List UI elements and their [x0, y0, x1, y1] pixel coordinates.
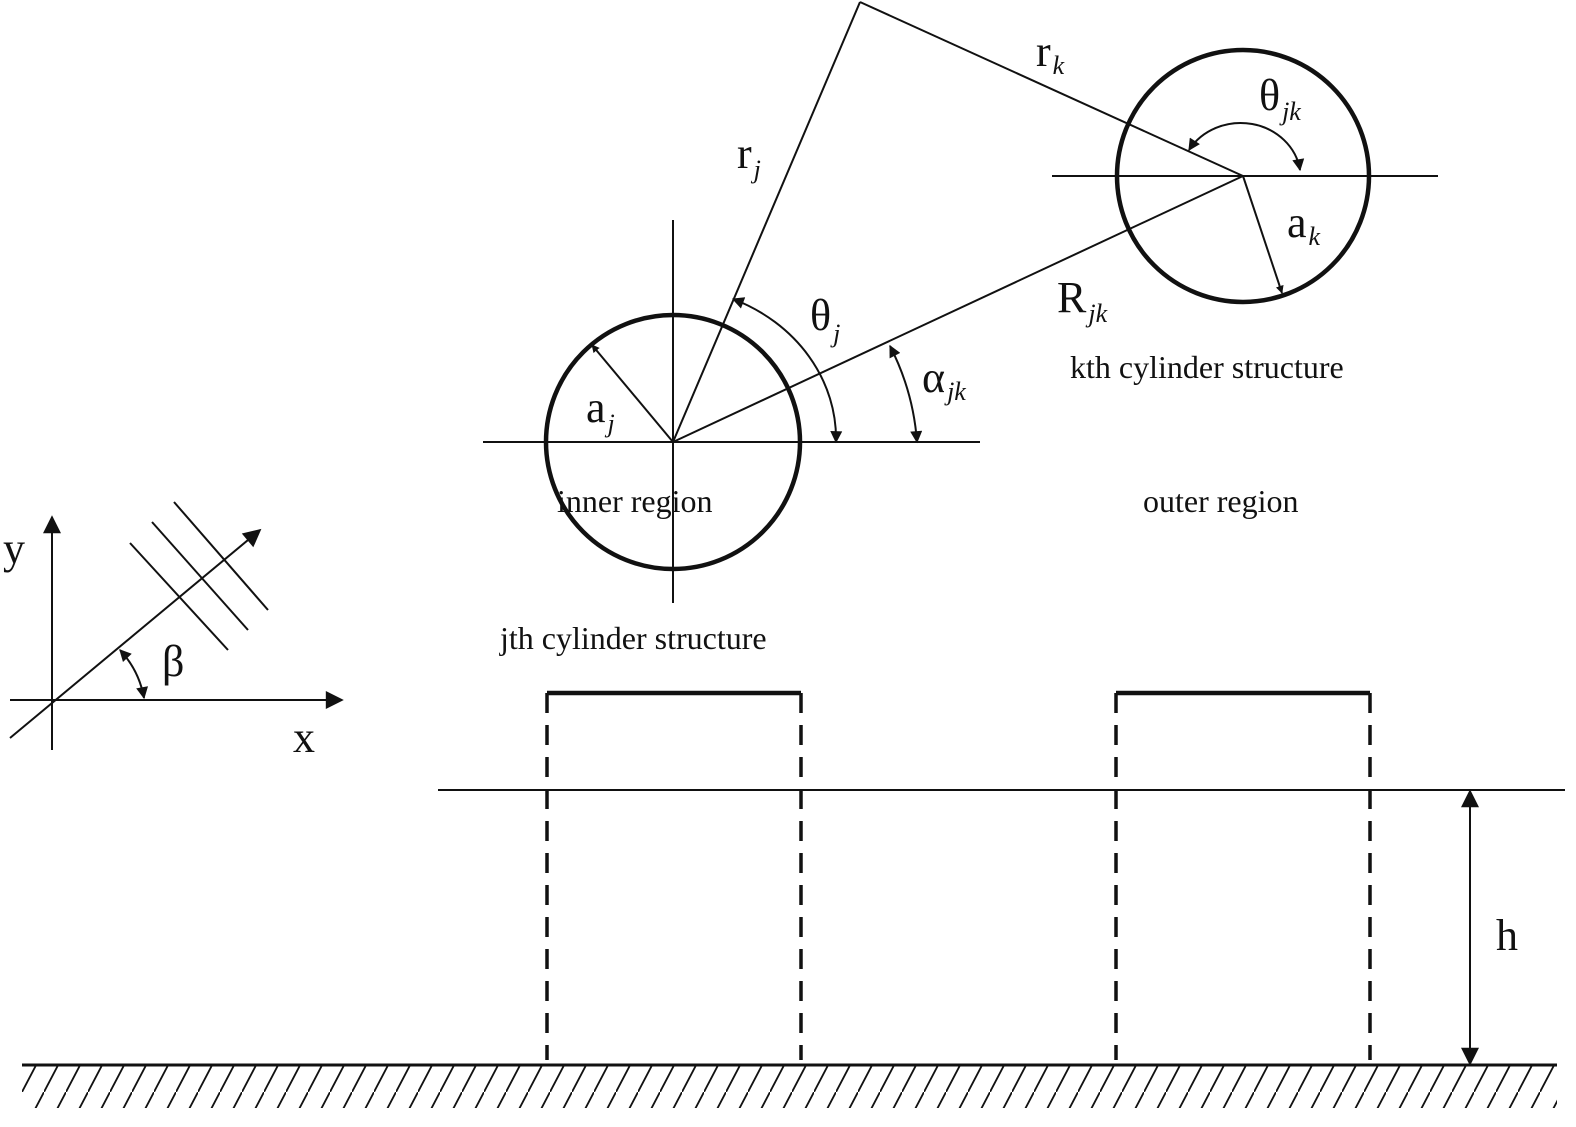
- radius-ak-arrow: [1242, 175, 1284, 294]
- rk-line: [859, 1, 1244, 177]
- beta-arc: [119, 649, 148, 700]
- theta-j-arc: [731, 297, 843, 444]
- kth-cylinder-plan: [1052, 47, 1438, 305]
- alpha-jk-arc: [889, 344, 923, 444]
- side-view: [22, 690, 1565, 1108]
- wave-crest-1: [129, 542, 229, 651]
- label-theta-j: θj: [810, 291, 840, 348]
- coordinate-inset: [9, 501, 344, 750]
- label-ak: ak: [1287, 198, 1321, 251]
- Rjk-line: [672, 175, 1244, 443]
- label-rk: rk: [1036, 27, 1065, 80]
- label-beta: β: [162, 637, 184, 686]
- labels: rk rj θjk ak Rjk θj αjk aj kth cylinder …: [3, 27, 1518, 960]
- label-rj: rj: [737, 129, 761, 184]
- geometry-lines: [672, 1, 1244, 443]
- label-x-axis: x: [293, 713, 315, 762]
- wave-crest-2: [151, 521, 249, 631]
- theta-jk-arc: [1188, 122, 1305, 172]
- label-kth-cylinder: kth cylinder structure: [1070, 349, 1344, 385]
- label-aj: aj: [586, 383, 615, 438]
- wave-crest-3: [173, 501, 269, 611]
- label-y-axis: y: [3, 524, 25, 573]
- label-theta-jk: θjk: [1259, 71, 1301, 126]
- label-alpha-jk: αjk: [922, 353, 966, 406]
- wave-direction-arrow: [9, 528, 262, 739]
- jth-cylinder-plan: [483, 220, 980, 603]
- label-jth-cylinder: jth cylinder structure: [499, 620, 767, 656]
- label-h: h: [1496, 911, 1518, 960]
- label-inner-region: inner region: [557, 483, 713, 519]
- rj-line: [672, 1, 861, 443]
- seabed-hatch: [22, 1066, 1557, 1108]
- radius-aj-arrow: [591, 344, 674, 443]
- label-Rjk: Rjk: [1057, 273, 1108, 328]
- label-outer-region: outer region: [1143, 483, 1299, 519]
